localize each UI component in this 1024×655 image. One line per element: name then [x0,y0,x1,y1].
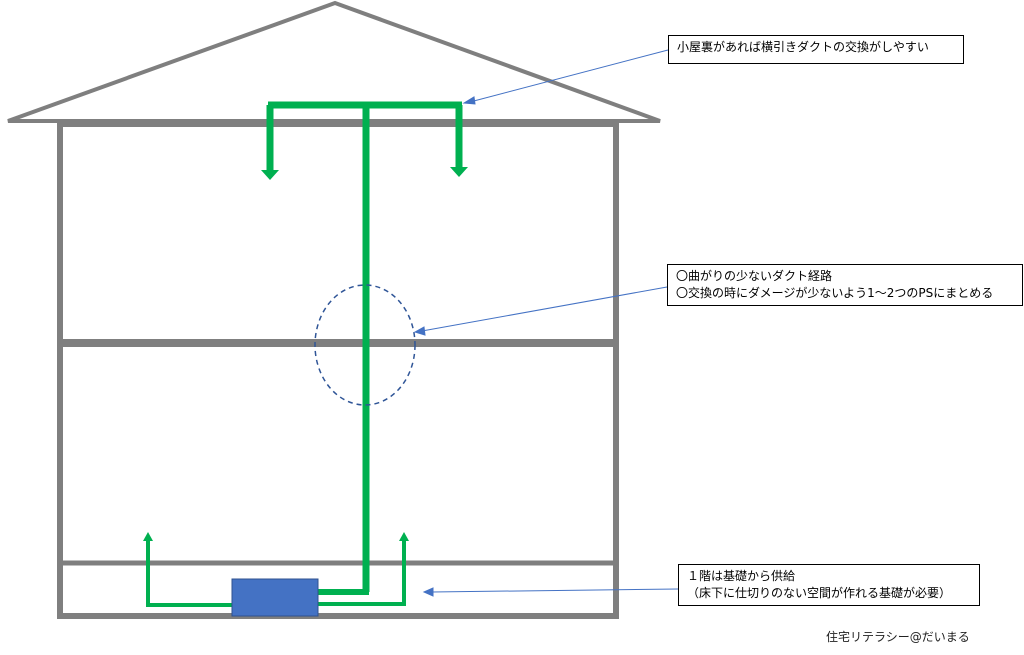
ventilation-unit [231,578,319,617]
callout-route-line1: 〇曲がりの少ないダクト経路 [676,269,833,283]
duct-system [146,101,463,607]
leader-attic-arrowhead [462,96,476,105]
left-floor-supply-duct [146,540,232,607]
leader-foundation-arrowhead [422,587,434,597]
author-credit: 住宅リテラシー@だいまる [826,630,970,644]
callout-attic: 小屋裏があれば横引きダクトの交換がしやすい [668,35,964,64]
leader-route [421,286,668,332]
callout-attic-text: 小屋裏があれば横引きダクトの交換がしやすい [677,40,929,54]
callout-duct-route: 〇曲がりの少ないダクト経路 〇交換の時にダメージが少ないよう1～2つのPSにまと… [667,264,1023,306]
leader-attic [469,49,669,103]
callout-route-line2: 〇交換の時にダメージが少ないよう1～2つのPSにまとめる [676,286,994,300]
arrow-up-icon [399,532,409,541]
arrow-down-icon [261,170,279,180]
arrow-down-icon [450,167,468,177]
house-walls [57,121,619,619]
pipe-route-highlight [314,284,416,406]
arrow-up-icon [143,532,153,541]
right-floor-supply-duct [318,540,406,606]
callout-foundation-line1: １階は基礎から供給 [687,569,796,583]
callout-foundation-line2: （床下に仕切りのない空間が作れる基礎が必要） [687,586,952,600]
callout-foundation: １階は基礎から供給 （床下に仕切りのない空間が作れる基礎が必要） [678,564,980,606]
leader-foundation [431,588,679,593]
leader-route-arrowhead [413,326,426,336]
